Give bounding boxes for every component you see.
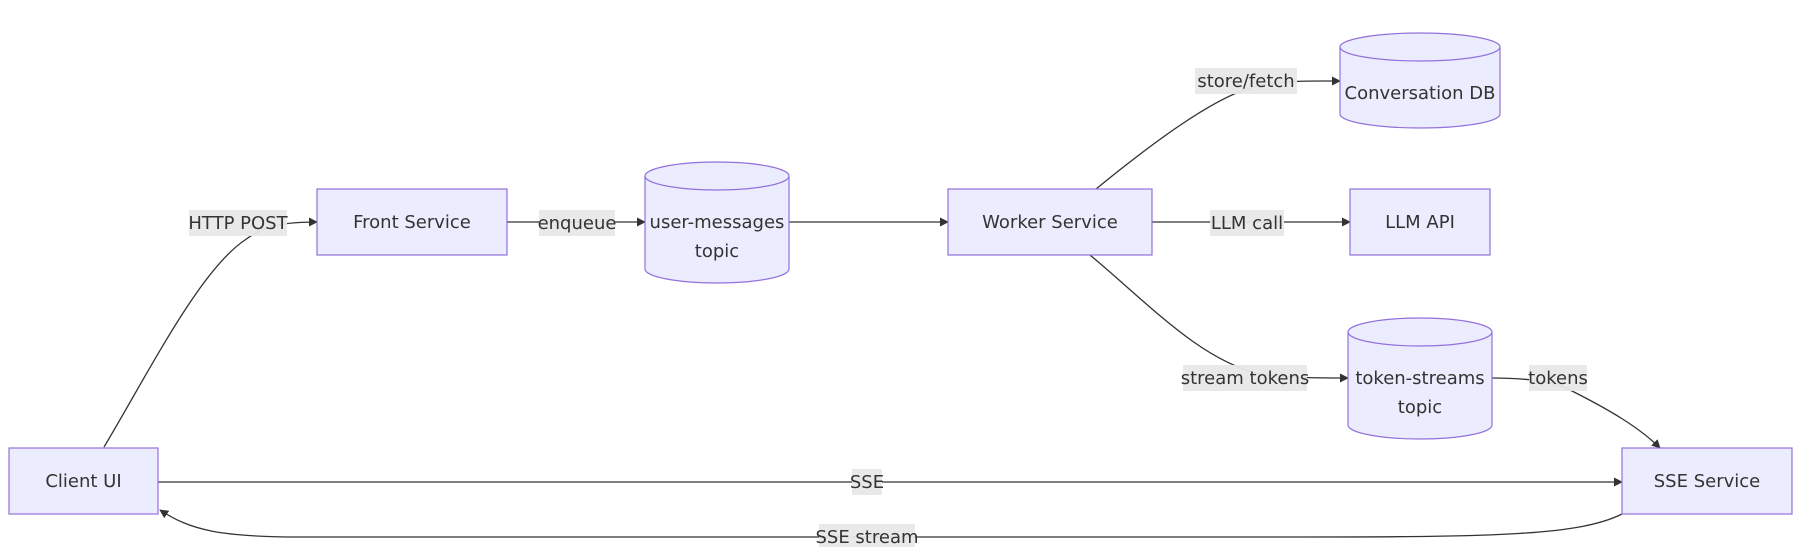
svg-text:Client UI: Client UI bbox=[45, 471, 121, 492]
node-user-messages-topic: user-messages topic bbox=[644, 161, 790, 284]
svg-text:HTTP POST: HTTP POST bbox=[188, 213, 288, 234]
svg-text:enqueue: enqueue bbox=[538, 213, 617, 234]
edge-label-llm-call: LLM call bbox=[1210, 210, 1284, 236]
edge-label-stream-tokens: stream tokens bbox=[1181, 365, 1310, 391]
svg-text:SSE Service: SSE Service bbox=[1654, 471, 1760, 492]
svg-text:store/fetch: store/fetch bbox=[1197, 71, 1294, 92]
edge-label-http-post: HTTP POST bbox=[188, 210, 289, 236]
svg-text:LLM API: LLM API bbox=[1385, 212, 1455, 233]
svg-text:topic: topic bbox=[1398, 397, 1442, 418]
svg-text:topic: topic bbox=[695, 241, 739, 262]
edge-label-store-fetch: store/fetch bbox=[1195, 68, 1297, 94]
edges bbox=[103, 76, 1661, 538]
node-conversation-db: Conversation DB bbox=[1339, 32, 1501, 129]
svg-text:Conversation DB: Conversation DB bbox=[1345, 83, 1496, 104]
svg-text:Front Service: Front Service bbox=[353, 212, 471, 233]
edge-worker-to-token-streams bbox=[1089, 254, 1349, 383]
svg-text:stream tokens: stream tokens bbox=[1181, 368, 1310, 389]
node-token-streams-topic: token-streams topic bbox=[1347, 317, 1493, 440]
edge-label-enqueue: enqueue bbox=[538, 210, 617, 236]
node-llm-api: LLM API bbox=[1349, 188, 1491, 256]
edge-client-to-front bbox=[103, 217, 318, 448]
svg-text:LLM call: LLM call bbox=[1211, 213, 1283, 234]
edge-sse-service-to-client bbox=[159, 509, 1623, 538]
edge-label-tokens: tokens bbox=[1528, 365, 1588, 391]
edge-label-sse: SSE bbox=[850, 469, 884, 495]
node-client-ui: Client UI bbox=[8, 447, 159, 515]
node-worker-service: Worker Service bbox=[947, 188, 1153, 256]
svg-text:SSE stream: SSE stream bbox=[815, 527, 918, 547]
node-front-service: Front Service bbox=[316, 188, 508, 256]
edge-worker-to-conversation-db bbox=[1095, 76, 1341, 190]
svg-text:Worker Service: Worker Service bbox=[982, 212, 1118, 233]
svg-text:SSE: SSE bbox=[850, 472, 884, 493]
svg-text:token-streams: token-streams bbox=[1355, 368, 1484, 389]
svg-text:user-messages: user-messages bbox=[650, 212, 785, 233]
nodes: Client UI Front Service user-messages to… bbox=[8, 32, 1793, 515]
svg-text:tokens: tokens bbox=[1528, 368, 1588, 389]
edge-labels: HTTP POST enqueue store/fetch LLM call s… bbox=[188, 68, 1588, 547]
node-sse-service: SSE Service bbox=[1621, 447, 1793, 515]
edge-label-sse-stream: SSE stream bbox=[815, 524, 919, 547]
